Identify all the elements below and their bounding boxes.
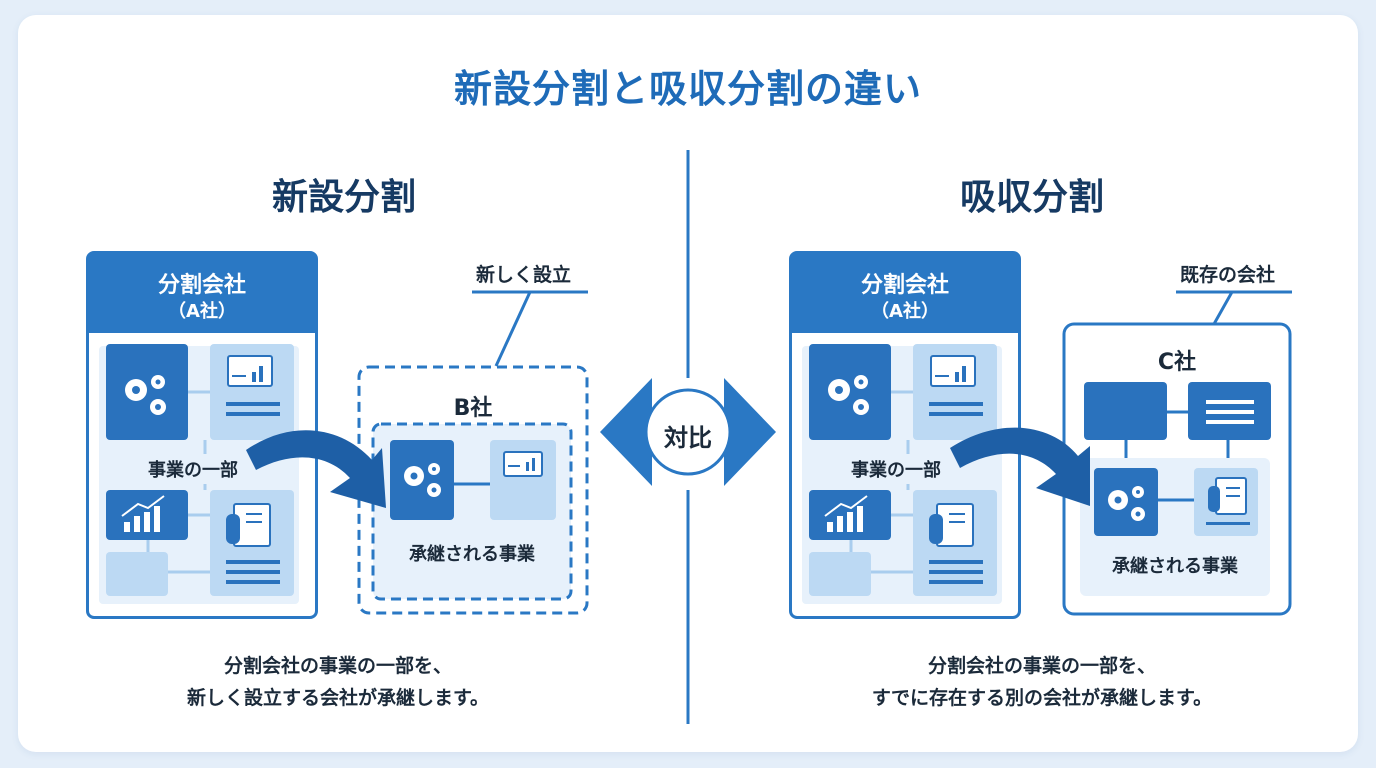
left-new-company-name: B社 [453, 396, 493, 421]
growth-chart-icon [824, 495, 868, 532]
left-description-line2: 新しく設立する会社が承継します。 [186, 687, 490, 709]
left-source-company-sub: （A社） [168, 301, 236, 322]
document-icon [1206, 477, 1250, 525]
page-title: 新設分割と吸収分割の違い [453, 67, 922, 111]
right-callout-text: 既存の会社 [1180, 264, 1276, 286]
right-portion-label: 事業の一部 [845, 454, 947, 484]
gears-icon [125, 375, 166, 415]
contrast-badge-circle [644, 388, 732, 476]
right-source-company-name: 分割会社 [860, 273, 949, 298]
left-source-company-header: 分割会社 （A社） [88, 253, 316, 333]
gears-icon [1108, 486, 1145, 521]
presentation-chart-icon [929, 355, 983, 416]
presentation-chart-icon [226, 355, 280, 416]
left-transferred-label: 承継される事業 [409, 544, 535, 565]
document-icon [929, 503, 983, 584]
right-transferred-label: 承継される事業 [1112, 556, 1238, 577]
left-callout-text: 新しく設立 [476, 264, 572, 286]
right-heading: 吸収分割 [959, 177, 1104, 218]
growth-chart-icon [121, 495, 165, 532]
gears-icon [404, 463, 441, 497]
left-description: 分割会社の事業の一部を、 新しく設立する会社が承継します。 [78, 650, 598, 714]
left-description-line1: 分割会社の事業の一部を、 [223, 655, 452, 677]
curved-arrow-icon [246, 430, 386, 508]
curved-arrow-icon [950, 427, 1090, 506]
left-source-company-name: 分割会社 [157, 273, 246, 298]
right-description-line2: すでに存在する別の会社が承継します。 [871, 687, 1213, 709]
left-portion-label: 事業の一部 [142, 454, 244, 484]
right-description-line1: 分割会社の事業の一部を、 [927, 655, 1156, 677]
gears-icon [828, 375, 869, 415]
right-source-company-header: 分割会社 （A社） [791, 253, 1019, 333]
presentation-chart-icon [503, 451, 543, 477]
right-description: 分割会社の事業の一部を、 すでに存在する別の会社が承継します。 [782, 650, 1302, 714]
left-heading: 新設分割 [271, 177, 416, 218]
right-source-company-sub: （A社） [871, 301, 939, 322]
right-existing-company-name: C社 [1157, 350, 1197, 375]
contrast-badge-label: 対比 [664, 424, 712, 452]
document-icon [226, 503, 280, 584]
